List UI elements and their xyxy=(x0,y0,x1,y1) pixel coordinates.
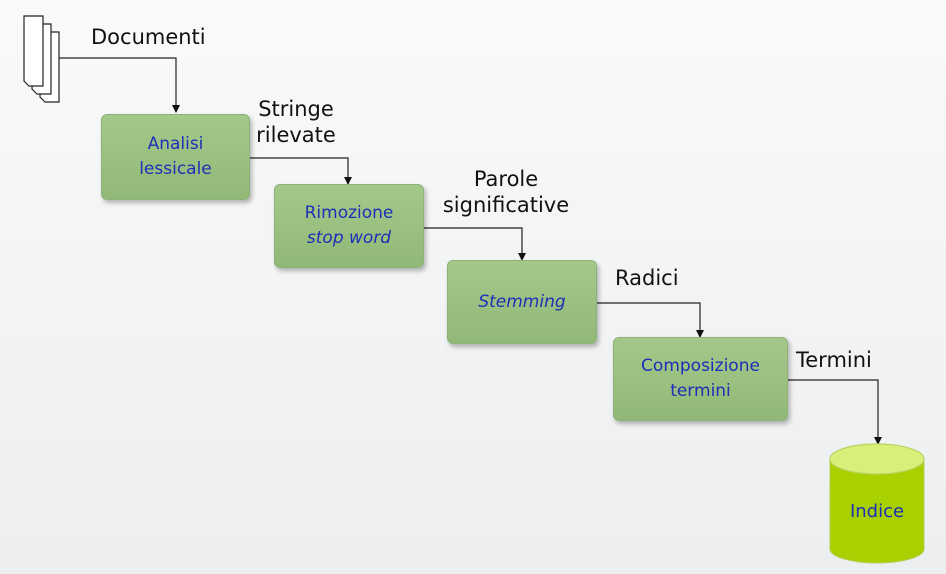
database-cylinder-icon xyxy=(829,443,925,564)
step-rimozione-stop-word: Rimozione stop word xyxy=(274,184,424,268)
step-rimozione-line1: Rimozione xyxy=(304,203,394,223)
connector-stringe xyxy=(249,157,352,185)
label-parole-line2: significative xyxy=(442,193,570,217)
connector-documenti xyxy=(59,57,180,113)
label-parole-line1: Parole xyxy=(473,167,539,191)
connector-parole xyxy=(423,227,526,261)
label-stringe-line1: Stringe xyxy=(258,97,334,121)
step-composizione-line1: Composizione xyxy=(641,356,760,376)
connector-radici xyxy=(596,302,704,338)
step-analisi-line1: Analisi xyxy=(147,134,204,154)
database-label: Indice xyxy=(849,501,905,522)
step-composizione-line2: termini xyxy=(670,381,731,401)
label-termini: Termini xyxy=(796,348,872,372)
step-analisi-line2: lessicale xyxy=(139,159,212,179)
step-stemming-label: Stemming xyxy=(478,291,566,312)
connector-termini xyxy=(787,379,882,445)
label-radici: Radici xyxy=(615,266,679,290)
label-documenti: Documenti xyxy=(91,25,206,49)
step-analisi-lessicale: Analisi lessicale xyxy=(101,114,250,200)
label-stringe-rilevate: Stringe rilevate xyxy=(253,96,339,148)
label-parole-significative: Parole significative xyxy=(427,166,585,218)
step-rimozione-line2: stop word xyxy=(306,228,392,248)
documents-icon xyxy=(23,15,60,103)
label-stringe-line2: rilevate xyxy=(256,123,336,147)
step-composizione-termini: Composizione termini xyxy=(613,337,788,421)
step-stemming: Stemming xyxy=(447,260,597,344)
